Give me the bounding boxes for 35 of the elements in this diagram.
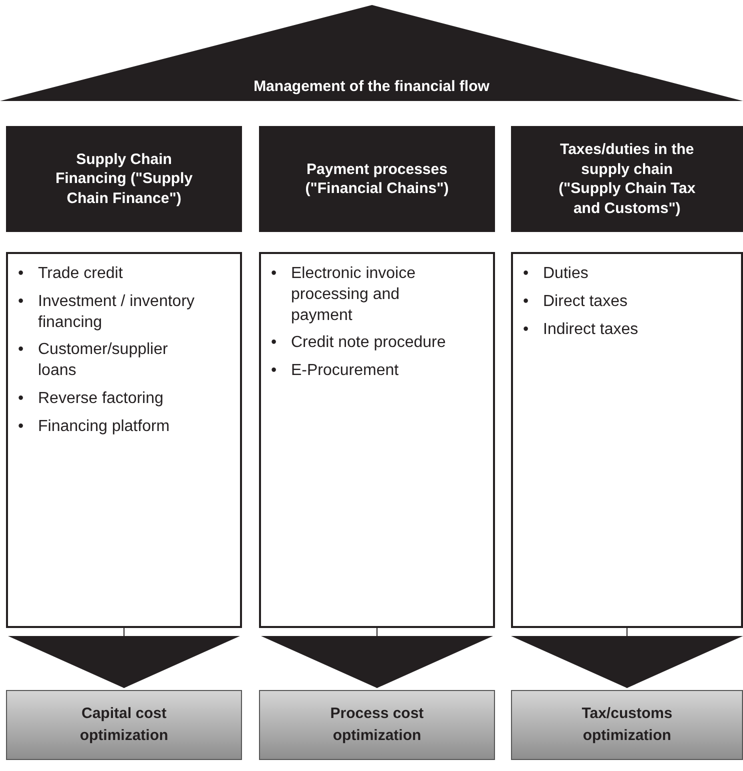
header-box: Supply Chain Financing ("Supply Chain Finance") bbox=[6, 126, 242, 232]
roof-title: Management of the financial flow bbox=[252, 78, 490, 95]
bullet: • bbox=[18, 264, 25, 284]
bullet: • bbox=[271, 264, 278, 284]
outcome-box: Capital cost optimization bbox=[6, 690, 242, 760]
bullet: • bbox=[523, 264, 530, 284]
list-item: Electronic invoice processing and payment bbox=[291, 264, 416, 326]
list-item: Credit note procedure bbox=[291, 333, 447, 354]
outcome-box: Tax/customs optimization bbox=[511, 690, 743, 760]
list-box bbox=[511, 252, 743, 628]
bullet: • bbox=[18, 416, 25, 437]
outcome-box: Process cost optimization bbox=[259, 690, 495, 760]
chevron-arrow bbox=[511, 628, 743, 688]
list-box bbox=[6, 252, 242, 628]
list-box bbox=[259, 252, 495, 628]
list-item: E-Procurement bbox=[291, 361, 400, 382]
bullet: • bbox=[523, 320, 530, 340]
list-item: Financing platform bbox=[38, 416, 171, 437]
list-item: Customer/supplier loans bbox=[38, 340, 169, 382]
list-item: Direct taxes bbox=[543, 292, 628, 312]
header-box: Taxes/duties in the supply chain ("Supply Chain Tax and Customs") bbox=[511, 126, 743, 232]
list-item: Duties bbox=[543, 264, 590, 284]
list-item: Indirect taxes bbox=[543, 320, 640, 340]
list-item: Reverse factoring bbox=[38, 388, 164, 409]
bullet: • bbox=[523, 292, 530, 312]
bullet: • bbox=[18, 388, 25, 409]
chevron-arrow bbox=[261, 628, 493, 688]
list-item: Trade credit bbox=[38, 264, 124, 284]
bullet: • bbox=[271, 333, 278, 354]
list-item: Investment / inventory financing bbox=[38, 292, 196, 333]
chevron-arrow bbox=[8, 628, 240, 688]
bullet: • bbox=[271, 361, 278, 382]
header-box: Payment processes ("Financial Chains") bbox=[259, 126, 495, 232]
bullet: • bbox=[18, 292, 25, 312]
bullet: • bbox=[18, 340, 25, 360]
